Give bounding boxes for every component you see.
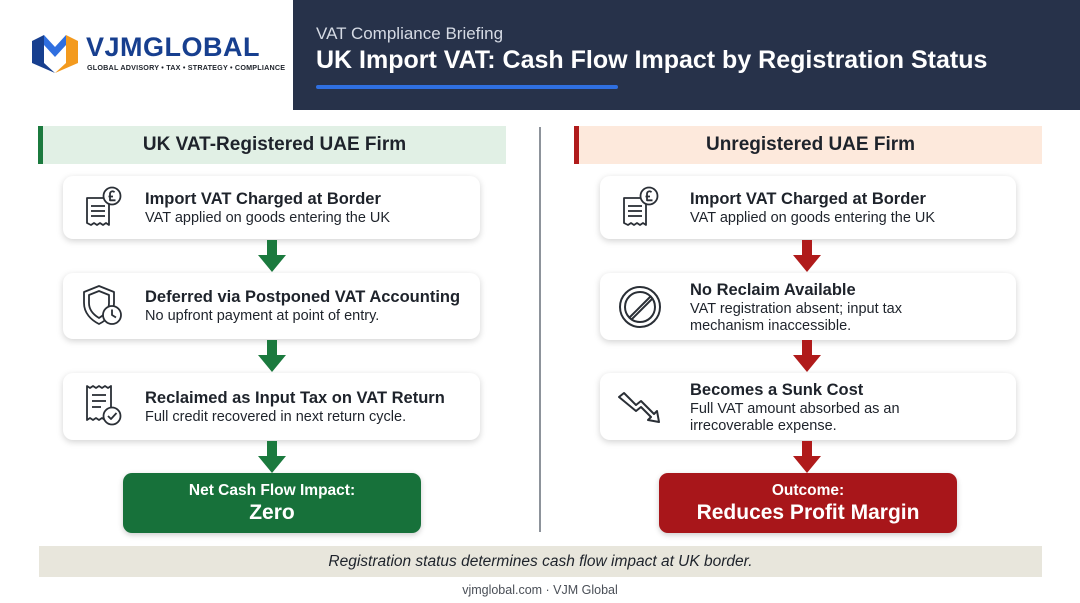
outcome-label: Net Cash Flow Impact: (188, 482, 356, 499)
column-divider (539, 127, 541, 532)
left-step-2-card: Deferred via Postponed VAT Accounting No… (63, 273, 480, 339)
right-column-heading: Unregistered UAE Firm (574, 126, 1042, 164)
step-title: Deferred via Postponed VAT Accounting (145, 288, 461, 306)
step-title: Reclaimed as Input Tax on VAT Return (145, 389, 445, 407)
brand-name: VJMGLOBAL (86, 32, 261, 62)
header: VJMGLOBAL GLOBAL ADVISORY • TAX • STRATE… (0, 0, 1080, 110)
footer-note: Registration status determines cash flow… (39, 546, 1042, 577)
step-text: VAT applied on goods entering the UK (145, 210, 391, 226)
step-title: No Reclaim Available (690, 281, 856, 299)
step-title: Import VAT Charged at Border (145, 190, 381, 208)
page-title: UK Import VAT: Cash Flow Impact by Regis… (316, 46, 988, 74)
arrow-down-icon (258, 441, 286, 473)
right-step-3-card: Becomes a Sunk Cost Full VAT amount abso… (600, 373, 1016, 440)
step-text: VAT registration absent; input tax mecha… (690, 301, 902, 334)
step-text: No upfront payment at point of entry. (145, 308, 380, 324)
right-step-2-card: No Reclaim Available VAT registration ab… (600, 273, 1016, 340)
step-title: Becomes a Sunk Cost (690, 381, 864, 399)
footer-credit: vjmglobal.com · VJM Global (462, 583, 618, 597)
vjm-logo-mark (30, 33, 80, 75)
shield-clock-icon (79, 282, 127, 330)
right-outcome-box: Outcome: Reduces Profit Margin (659, 473, 957, 533)
arrow-down-icon (258, 340, 286, 372)
arrow-down-icon (258, 240, 286, 272)
pound-receipt-icon (79, 184, 127, 232)
left-column-heading: UK VAT-Registered UAE Firm (38, 126, 506, 164)
title-underline (316, 85, 618, 89)
step-text: Full credit recovered in next return cyc… (145, 409, 407, 425)
step-title: Import VAT Charged at Border (690, 190, 926, 208)
arrow-down-icon (793, 340, 821, 372)
step-text: Full VAT amount absorbed as an irrecover… (690, 401, 900, 434)
trend-down-icon (616, 383, 664, 431)
pound-receipt-icon (616, 184, 664, 232)
receipt-check-icon (79, 382, 127, 430)
page-kicker: VAT Compliance Briefing (316, 24, 504, 43)
outcome-value: Zero (249, 501, 295, 524)
prohibited-icon (616, 283, 664, 331)
arrow-down-icon (793, 240, 821, 272)
left-outcome-box: Net Cash Flow Impact: Zero (123, 473, 421, 533)
left-step-3-card: Reclaimed as Input Tax on VAT Return Ful… (63, 373, 480, 440)
brand-logo: VJMGLOBAL GLOBAL ADVISORY • TAX • STRATE… (0, 0, 293, 110)
brand-tagline: GLOBAL ADVISORY • TAX • STRATEGY • COMPL… (87, 63, 286, 72)
title-banner: VAT Compliance Briefing UK Import VAT: C… (293, 0, 1080, 110)
step-text: VAT applied on goods entering the UK (690, 210, 936, 226)
outcome-value: Reduces Profit Margin (696, 501, 920, 524)
left-step-1-card: Import VAT Charged at Border VAT applied… (63, 176, 480, 239)
outcome-label: Outcome: (771, 482, 845, 499)
arrow-down-icon (793, 441, 821, 473)
right-step-1-card: Import VAT Charged at Border VAT applied… (600, 176, 1016, 239)
